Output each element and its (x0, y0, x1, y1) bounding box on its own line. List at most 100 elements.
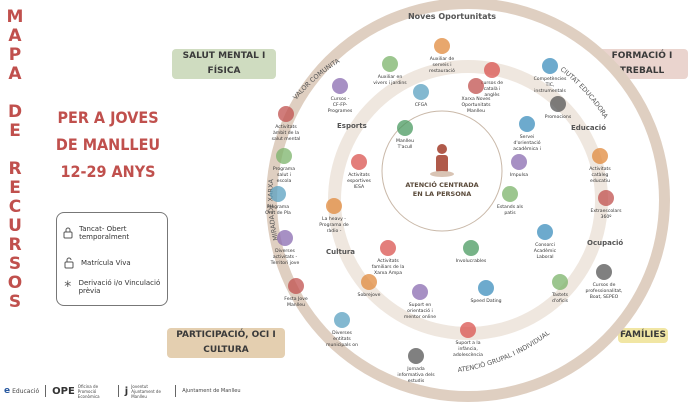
resource-label: Promocions (545, 114, 572, 120)
resource-label: Territori jove (270, 260, 300, 266)
resource-label: 360º (601, 214, 612, 220)
resource-label: Extraescolars (590, 208, 622, 214)
resource-label: salut i (277, 172, 291, 178)
resource-label: Manlleu (287, 302, 305, 308)
resource-label: Manlleu (467, 108, 485, 114)
ring-label-noves: Noves Oportunitats (408, 12, 496, 21)
resource-label: Oportunitats (462, 102, 492, 108)
resource-illustration-icon (552, 274, 568, 290)
resource-label: infància, (458, 345, 478, 352)
resource-label: Activitats (348, 172, 370, 178)
category-participacio: PARTICIPACIÓ, OCI I CULTURA (167, 328, 285, 358)
legend-text: Tancat- Obert temporalment (79, 225, 130, 241)
resource-label: Suport a la (455, 340, 480, 346)
title-letter: E (9, 121, 21, 141)
resource-label: Suport en (409, 302, 432, 308)
resource-sobrejove: Sobrejove (358, 274, 381, 298)
resource-label: Activitats (377, 258, 399, 264)
title-letter: O (7, 273, 23, 293)
resource-label: Impulsa (510, 172, 528, 178)
resource-label: municipals on (326, 342, 358, 348)
resource-label: d'orientació (513, 139, 540, 146)
resource-label: La heavy - (322, 216, 346, 222)
resource-label: Boat, SEPEO (590, 294, 619, 300)
resource-label: Involucrables (456, 258, 487, 264)
resource-label: Programes (328, 108, 353, 114)
resource-label: acadèmica i (513, 145, 541, 152)
resource-illustration-icon (592, 148, 608, 164)
resource-label: Programa de (319, 222, 349, 228)
resource-label: Cursos - (331, 96, 350, 102)
title-letter: R (8, 235, 22, 255)
legend-box: Tancat- Obert temporalment Matrícula Viv… (56, 212, 168, 306)
resource-label: Activitats (589, 166, 611, 172)
resource-involucrables: Involucrables (456, 240, 487, 264)
resource-cursos-cf: Cursos -CF-FP-Programes (328, 78, 353, 114)
resource-label: Manlleu (396, 138, 414, 144)
resource-label: Xarxa Noves (462, 96, 492, 102)
vertical-title: M A P A D E R E C U R S O S (6, 8, 24, 312)
resource-illustration-icon (270, 186, 286, 202)
title-letter: S (8, 254, 22, 274)
resource-label: Programa (267, 204, 289, 210)
resource-illustration-icon (434, 38, 450, 54)
resource-promocions: Promocions (545, 96, 572, 120)
audience-heading: PER A JOVES DE MANLLEU 12-29 ANYS (48, 104, 168, 185)
audience-line: PER A JOVES (57, 108, 159, 127)
center-line: ATENCIÓ CENTRADA (405, 180, 478, 189)
resource-illustration-icon (412, 284, 428, 300)
resource-label: Speed Dating (470, 298, 501, 304)
resource-illustration-icon (277, 230, 293, 246)
resource-illustration-icon (460, 322, 476, 338)
title-letter: C (8, 197, 22, 217)
legend-text: Derivació i/o Vinculació prèvia (78, 279, 161, 295)
ring-label-valor: VALOR COMUNITARI (0, 0, 342, 101)
resource-label: Servei (520, 134, 534, 140)
resource-label: Activitats (275, 124, 297, 130)
resource-label: catàleg (592, 171, 609, 178)
resource-illustration-icon (596, 264, 612, 280)
resource-illustration-icon (463, 240, 479, 256)
title-letter: P (8, 45, 22, 65)
section-ocupacio: Ocupació (587, 239, 623, 247)
resource-label: CFGA (415, 102, 428, 108)
resource-illustration-icon (397, 120, 413, 136)
resource-illustration-icon (468, 78, 484, 94)
resource-label: IESA (354, 184, 365, 190)
lock-icon (63, 227, 73, 239)
resource-label: àmbit de la (273, 129, 299, 136)
resource-label: T'acull (397, 144, 413, 150)
category-salut: SALUT MENTAL I FÍSICA (172, 49, 276, 79)
resource-label: Festa Jove (284, 296, 308, 302)
resource-label: CF-FP- (333, 102, 348, 108)
audience-line: DE MANLLEU (55, 135, 161, 154)
resource-label: patis (504, 210, 516, 216)
resource-label: esportives (347, 178, 371, 184)
resource-illustration-icon (484, 62, 500, 78)
legend-item: Matrícula Viva (63, 257, 163, 269)
resource-illustration-icon (537, 224, 553, 240)
legend-item: Tancat- Obert temporalment (63, 225, 163, 241)
resource-illustration-icon (519, 116, 535, 132)
resource-label: educatiu (590, 178, 610, 184)
resource-label: TIC, (545, 82, 555, 88)
